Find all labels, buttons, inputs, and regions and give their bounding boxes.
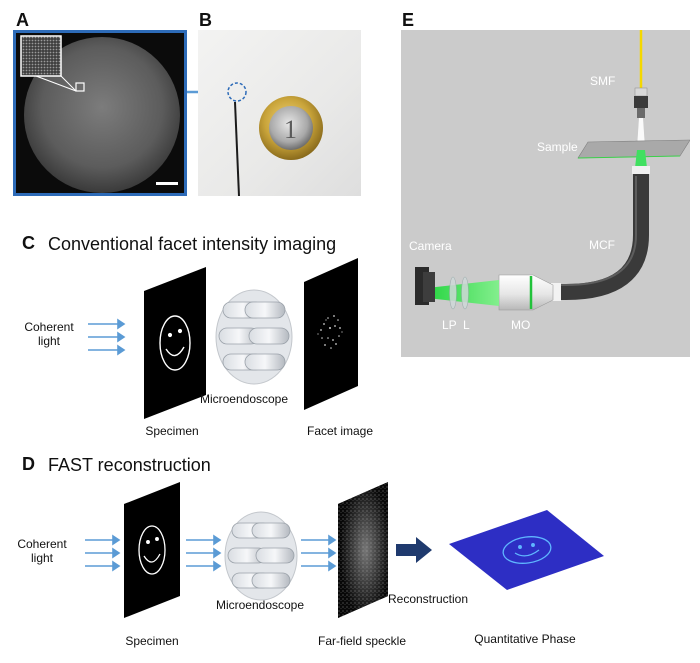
fiber-tip-marker bbox=[227, 82, 247, 102]
panel-c-letter: C bbox=[22, 233, 35, 253]
coin-numeral: 1 bbox=[284, 115, 297, 144]
d-microendoscope bbox=[224, 511, 298, 601]
c-microendoscope-label: Microendoscope bbox=[199, 392, 289, 406]
c-microendoscope bbox=[215, 289, 293, 385]
coin-center bbox=[269, 106, 313, 150]
label-camera: Camera bbox=[409, 239, 452, 253]
c-input-arrows bbox=[88, 318, 126, 356]
label-sample: Sample bbox=[537, 140, 578, 154]
mcf-cable bbox=[543, 174, 649, 300]
scale-bar bbox=[156, 182, 178, 185]
inset-source-box bbox=[75, 82, 85, 92]
mo-objective bbox=[498, 274, 554, 311]
panel-b-letter: B bbox=[199, 10, 212, 30]
d-microendoscope-label: Microendoscope bbox=[215, 598, 305, 612]
d-quantitative-phase-plane bbox=[449, 510, 604, 590]
panel-e-setup-render: SMF Sample Camera MCF LP L MO bbox=[401, 30, 690, 357]
label-l: L bbox=[463, 318, 470, 332]
label-lp: LP bbox=[442, 318, 457, 332]
panel-c-title: Conventional facet intensity imaging bbox=[48, 234, 337, 254]
c-coherent-line1: Coherent bbox=[24, 320, 74, 334]
d-smiley bbox=[138, 525, 166, 575]
c-smiley bbox=[159, 315, 191, 371]
inset-zoom-box bbox=[20, 35, 62, 77]
d-light-line2: light bbox=[30, 551, 53, 565]
d-phase-smiley bbox=[502, 536, 552, 564]
c-specimen-plane bbox=[144, 267, 206, 419]
inset-leader-line bbox=[60, 75, 77, 92]
d-far-field-speckle-plane bbox=[338, 482, 388, 618]
d-speckle-label: Far-field speckle bbox=[317, 634, 407, 648]
c-coherent-light-label: Coherent light bbox=[24, 320, 74, 348]
sample-slide bbox=[577, 139, 690, 159]
label-smf: SMF bbox=[590, 74, 616, 88]
c-specimen-label: Specimen bbox=[145, 424, 199, 438]
fiber-line bbox=[234, 101, 240, 196]
d-arrows-to-endoscope bbox=[186, 534, 222, 572]
panel-a-letter: A bbox=[16, 10, 29, 30]
panel-d-title: FAST reconstruction bbox=[48, 455, 211, 475]
setup-render bbox=[415, 30, 690, 311]
facet-micrograph-image bbox=[20, 35, 180, 193]
d-specimen-plane bbox=[124, 482, 180, 618]
fiber-facet-disc bbox=[24, 37, 180, 193]
c-facet-image-plane bbox=[304, 258, 358, 410]
panel-b-photo: 1 bbox=[198, 30, 361, 196]
d-coherent-line1: Coherent bbox=[17, 537, 67, 551]
d-arrows-to-speckle bbox=[301, 534, 337, 572]
reconstruction-arrow bbox=[396, 537, 432, 563]
d-specimen-label: Specimen bbox=[125, 634, 179, 648]
smf-connector bbox=[634, 96, 648, 108]
c-light-line2: light bbox=[37, 334, 60, 348]
l-lens bbox=[461, 276, 469, 310]
panel-d-letter: D bbox=[22, 454, 35, 474]
label-mo: MO bbox=[511, 318, 531, 332]
label-mcf: MCF bbox=[589, 238, 615, 252]
d-input-arrows bbox=[85, 534, 121, 572]
panel-e-letter: E bbox=[402, 10, 415, 30]
d-reconstruction-label: Reconstruction bbox=[387, 592, 469, 606]
panel-a-facet-micrograph bbox=[13, 30, 187, 196]
d-coherent-light-label: Coherent light bbox=[12, 537, 72, 565]
fiber-and-coin-photo: 1 bbox=[227, 82, 323, 196]
c-facet-image-label: Facet image bbox=[306, 424, 374, 438]
d-quantitative-phase-label: Quantitative Phase bbox=[474, 632, 576, 646]
c-facet-speckle-dots bbox=[317, 315, 343, 349]
lp-polarizer bbox=[449, 276, 457, 310]
